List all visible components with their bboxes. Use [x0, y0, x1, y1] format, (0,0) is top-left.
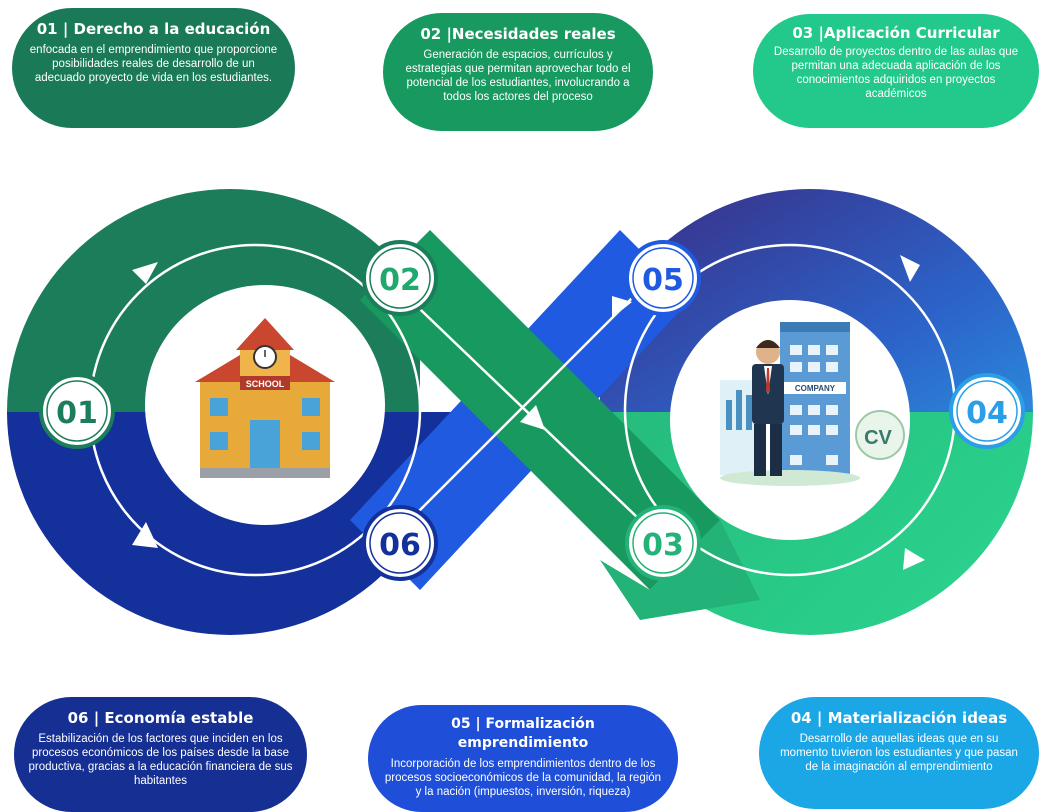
arrow-icon [612, 296, 632, 318]
card-06-title: 06 | Economía estable [67, 709, 254, 727]
node-01[interactable]: 01 [39, 373, 115, 449]
card-06: 06 | Economía estable Estabilización de … [14, 697, 307, 812]
node-05-label: 05 [642, 263, 684, 298]
arrow-icon [520, 405, 545, 430]
node-02-label: 02 [379, 263, 421, 298]
card-05-title: 05 | Formalización emprendimiento [451, 716, 595, 751]
card-01-title: 01 | Derecho a la educación [36, 20, 271, 38]
card-04: 04 | Materialización ideas Desarrollo de… [759, 697, 1039, 809]
node-02[interactable]: 02 [362, 240, 438, 316]
arrow-icon [132, 262, 158, 284]
card-03-text: Desarrollo de proyectos dentro de las au… [773, 46, 1019, 100]
arrow-icon [132, 522, 158, 548]
node-03[interactable]: 03 [625, 505, 701, 581]
card-02-title: 02 |Necesidades reales [420, 25, 616, 43]
node-03-label: 03 [642, 528, 684, 563]
node-06[interactable]: 06 [362, 505, 438, 581]
company-illustration: COMPANY CV [720, 322, 905, 486]
card-01-text: enfocada en el emprendimiento que propor… [29, 44, 278, 84]
card-05: 05 | Formalización emprendimiento Incorp… [368, 705, 678, 812]
card-06-text: Estabilización de los factores que incid… [28, 733, 293, 787]
node-01-label: 01 [56, 396, 98, 431]
company-sign: COMPANY [795, 384, 836, 393]
node-06-label: 06 [379, 528, 421, 563]
card-04-text: Desarrollo de aquellas ideas que en su m… [780, 733, 1018, 773]
school-illustration: SCHOOL [195, 318, 335, 478]
arrow-icon [900, 255, 920, 282]
track-diag-1 [399, 289, 641, 521]
card-04-title: 04 | Materialización ideas [790, 709, 1008, 727]
node-04-label: 04 [966, 396, 1008, 431]
card-01: 01 | Derecho a la educación enfocada en … [12, 8, 295, 128]
band-green [360, 230, 720, 590]
arrow-icon [903, 548, 925, 570]
cv-label: CV [864, 427, 892, 449]
cv-badge [855, 410, 905, 460]
card-03-title: 03 |Aplicación Curricular [792, 24, 1000, 42]
node-04[interactable]: 04 [949, 373, 1025, 449]
card-02: 02 |Necesidades reales Generación de esp… [383, 13, 653, 131]
node-05[interactable]: 05 [625, 240, 701, 316]
card-05-text: Incorporación de los emprendimientos den… [384, 758, 662, 798]
card-03: 03 |Aplicación Curricular Desarrollo de … [753, 14, 1039, 128]
track-diag-2 [399, 289, 641, 531]
card-02-text: Generación de espacios, currículos y est… [405, 49, 631, 103]
school-sign: SCHOOL [246, 379, 285, 389]
